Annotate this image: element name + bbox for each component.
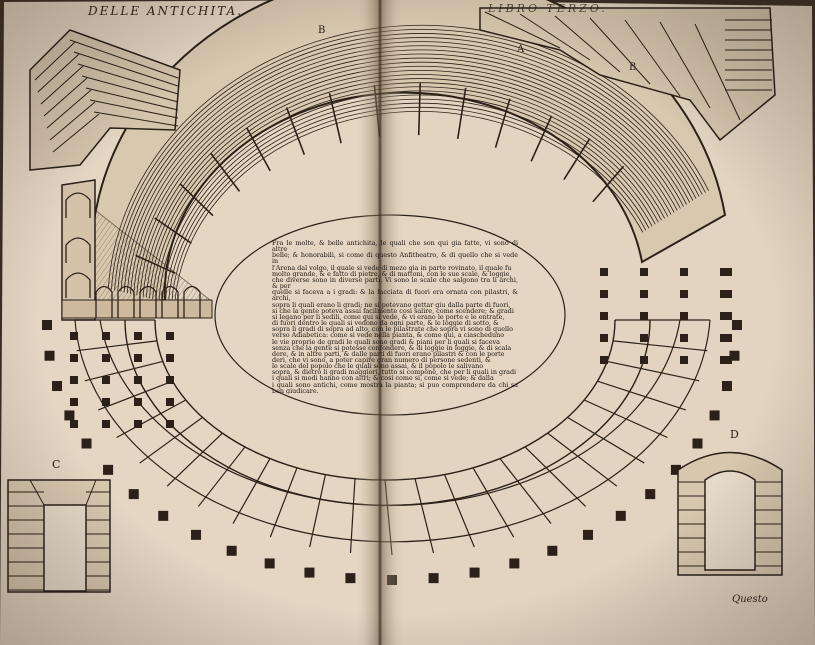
- body-text-line: l'Arena dal volgo, il quale si vede di m…: [272, 263, 512, 272]
- body-text-line: senza che la gente si potesse confondere…: [272, 343, 512, 352]
- body-text-line: molto grande, & e fatto di pietre, & di …: [272, 269, 512, 278]
- body-text-line: i quali sono antichi, come mostra la pia…: [272, 380, 518, 394]
- body-text-line: deri, che vi sono, a poter capire gran n…: [272, 355, 491, 364]
- body-text-line: le scale del popolo che le quali sono as…: [272, 362, 484, 371]
- body-text-line: dere, & in altre parti, & dalle parti di…: [272, 349, 505, 358]
- running-header-right: LIBRO TERZO.: [488, 2, 608, 15]
- body-text-line: sopra li gradi di sopra ad alto, con le …: [272, 325, 513, 334]
- figure-label-d: D: [730, 428, 739, 441]
- body-text-line: che diverse sono in diverse parti. Vi so…: [272, 275, 518, 291]
- body-text-line: Fra le molte, & belle antichita, le qual…: [272, 240, 518, 254]
- figure-label-a: A: [517, 44, 525, 55]
- body-text-block: Fra le molte, & belle antichita, le qual…: [272, 240, 518, 394]
- running-header-left: DELLE ANTICHITA.: [88, 4, 244, 18]
- body-text-line: sopra li quali erano li gradi; ne si pot…: [272, 300, 511, 309]
- body-text-line: quelle si faceva a i gradi: & la facciat…: [272, 288, 518, 303]
- catchword: Questo: [732, 594, 768, 605]
- body-text-line: le vie proprie de gradi le quali sono gr…: [272, 337, 500, 346]
- figure-label-b-top: B: [318, 25, 326, 36]
- body-text-line: di fuori dentro le quali si vedono da og…: [272, 319, 499, 328]
- figure-label-b-right: B: [629, 62, 637, 73]
- figure-label-c: C: [52, 458, 61, 471]
- body-text-line: si che la gente poteva assai facilmente …: [272, 306, 514, 315]
- body-text-line: sopra, & dietro li gradi maggiori, tutto…: [272, 368, 517, 377]
- body-text-line: verso Adiabetica: come si vede nella pia…: [272, 331, 505, 340]
- body-text-line: i quali si modi hanno con altri; & cosi …: [272, 374, 494, 383]
- body-text-line: belle; & honorabili, si come di questo A…: [272, 251, 518, 266]
- body-text-line: si legano per li sedili, come qui si ved…: [272, 312, 505, 321]
